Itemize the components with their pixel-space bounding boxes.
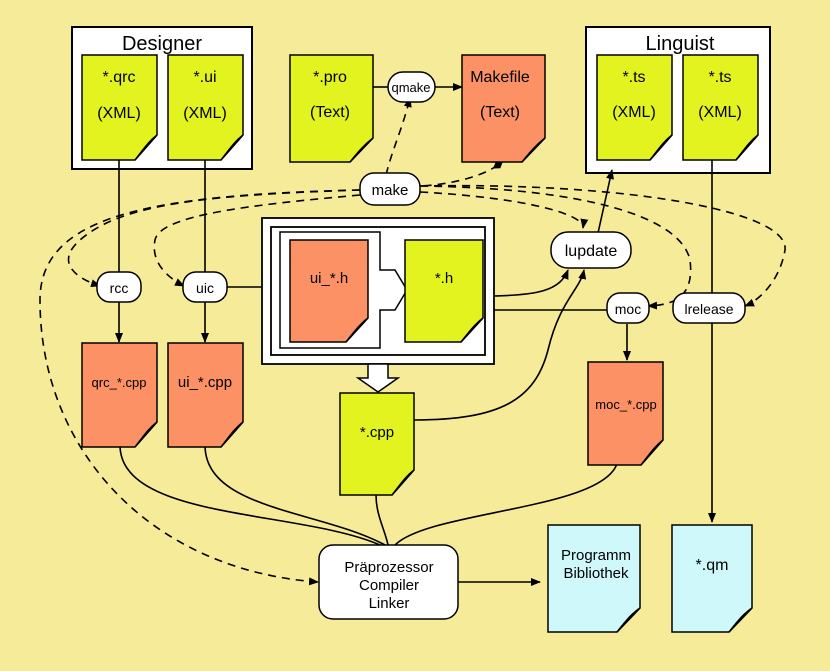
compiler-tool[interactable]: Präprozessor Compiler Linker — [318, 544, 459, 620]
makefile-document[interactable]: Makefile (Text) — [461, 54, 546, 163]
pro-text-type: (Text) — [310, 104, 350, 121]
cpp-document[interactable]: *.cpp — [339, 392, 415, 496]
ts-xml-2-type: (XML) — [698, 104, 742, 121]
programm-bibliothek-document[interactable]: Programm Bibliothek — [547, 524, 641, 633]
lupdate-tool[interactable]: lupdate — [550, 231, 632, 269]
moc-label: moc — [615, 301, 641, 317]
ts-xml-1-name: *.ts — [622, 69, 645, 86]
ts-xml-document-1[interactable]: *.ts (XML) — [596, 54, 673, 161]
pro-text-document[interactable]: *.pro (Text) — [289, 54, 374, 163]
rcc-label: rcc — [110, 280, 129, 296]
lrelease-tool[interactable]: lrelease — [672, 292, 746, 324]
ui-xml-type: (XML) — [183, 105, 227, 122]
cpp-label: *.cpp — [360, 424, 394, 441]
ts-xml-document-2[interactable]: *.ts (XML) — [682, 54, 759, 161]
compiler-line-2: Compiler — [359, 577, 419, 594]
qrc-xml-name: *.qrc — [103, 69, 136, 86]
make-tool[interactable]: make — [359, 172, 421, 206]
linguist-title: Linguist — [646, 33, 715, 55]
qrc-cpp-label: qrc_*.cpp — [92, 375, 147, 390]
qrc-cpp-document[interactable]: qrc_*.cpp — [81, 342, 158, 448]
uic-tool[interactable]: uic — [182, 271, 228, 303]
moc-cpp-label: moc_*.cpp — [595, 397, 656, 412]
qm-document[interactable]: *.qm — [671, 524, 753, 633]
ts-xml-2-name: *.ts — [708, 69, 731, 86]
makefile-type: (Text) — [480, 104, 520, 121]
qmake-label: qmake — [391, 80, 430, 95]
ts-xml-1-type: (XML) — [612, 104, 656, 121]
ui-xml-name: *.ui — [193, 69, 216, 86]
compiler-line-3: Linker — [369, 595, 410, 612]
makefile-name: Makefile — [470, 69, 530, 86]
ui-header-label: ui_*.h — [310, 270, 348, 287]
qmake-tool[interactable]: qmake — [387, 71, 436, 103]
programm-line-2: Bibliothek — [563, 565, 629, 582]
header-label: *.h — [435, 270, 453, 287]
moc-tool[interactable]: moc — [606, 292, 650, 324]
moc-cpp-document[interactable]: moc_*.cpp — [587, 361, 664, 466]
pro-text-name: *.pro — [313, 69, 347, 86]
designer-title: Designer — [122, 33, 202, 55]
ui-xml-document[interactable]: *.ui (XML) — [167, 54, 244, 161]
compiler-line-1: Präprozessor — [344, 559, 433, 576]
ui-header-document[interactable]: ui_*.h — [289, 239, 369, 343]
make-label: make — [372, 182, 409, 199]
rcc-tool[interactable]: rcc — [96, 271, 142, 303]
flow-lines — [115, 83, 716, 586]
qrc-xml-type: (XML) — [97, 105, 141, 122]
programm-line-1: Programm — [561, 547, 631, 564]
include-arrow — [355, 363, 401, 393]
qm-label: *.qm — [696, 557, 729, 574]
qrc-xml-document[interactable]: *.qrc (XML) — [81, 54, 158, 161]
uic-label: uic — [196, 280, 214, 296]
lrelease-label: lrelease — [684, 301, 733, 317]
ui-cpp-document[interactable]: ui_*.cpp — [167, 342, 244, 448]
ui-cpp-label: ui_*.cpp — [178, 374, 232, 391]
lupdate-label: lupdate — [565, 243, 618, 260]
header-document[interactable]: *.h — [404, 239, 484, 343]
